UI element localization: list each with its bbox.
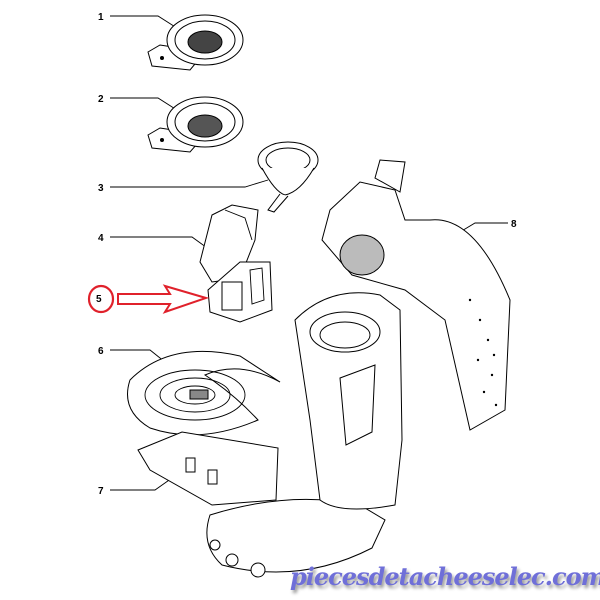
part-label-5: 5 [96, 294, 102, 305]
hole-pattern [468, 298, 498, 407]
part-label-1: 1 [98, 12, 104, 23]
part-5-base [207, 261, 273, 323]
leader-line-2 [110, 97, 181, 113]
watermark: piecesdetacheeselec.com [290, 562, 600, 591]
part-label-8: 8 [511, 219, 517, 230]
part-label-2: 2 [98, 94, 104, 105]
part-7-drip-tray [137, 431, 386, 578]
leader-line-6 [110, 349, 166, 363]
leader-line-4 [110, 236, 211, 251]
part-label-6: 6 [98, 346, 104, 357]
part-1-pad-holder [147, 14, 244, 71]
part-6-drip-grid [127, 351, 281, 436]
part-label-4: 4 [98, 233, 104, 244]
part-3-coffee-outlet [257, 141, 319, 213]
leader-line-8 [459, 222, 508, 233]
part-label-7: 7 [98, 486, 104, 497]
leader-line-7 [110, 477, 173, 491]
highlight-arrow-icon [117, 284, 210, 314]
part-label-3: 3 [98, 183, 104, 194]
leader-line-3 [110, 179, 269, 188]
part-2-pad-holder [147, 96, 244, 153]
part-5-highlight [87, 284, 210, 314]
highlight-circle [87, 284, 115, 314]
part-8-body [294, 159, 511, 510]
leader-line-1 [110, 15, 181, 31]
